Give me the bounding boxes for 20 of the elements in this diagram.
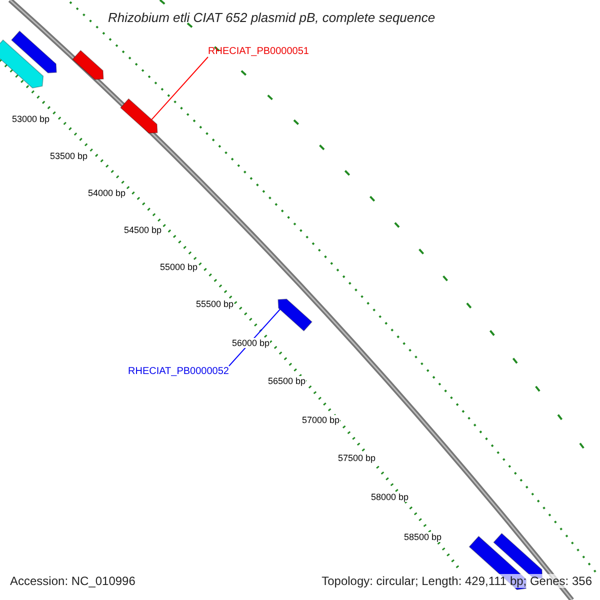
- gene-arrow: [120, 98, 158, 134]
- tick-label: 57000 bp: [302, 415, 340, 425]
- tick-label: 54000 bp: [88, 188, 126, 198]
- gene-label: RHECIAT_PB0000052: [128, 366, 229, 377]
- tick-label: 55000 bp: [160, 262, 198, 272]
- tick-label: 57500 bp: [338, 453, 376, 463]
- tick-label: 56000 bp: [232, 338, 270, 348]
- leader-line: [151, 56, 208, 120]
- tick-label: 56500 bp: [268, 376, 306, 386]
- tick-label: 58500 bp: [404, 532, 442, 542]
- gene-label: RHECIAT_PB0000051: [208, 46, 309, 57]
- gene-arrow: [278, 298, 313, 332]
- tick-label: 53000 bp: [12, 114, 50, 124]
- tick-label: 53500 bp: [50, 151, 88, 161]
- title: Rhizobium etli CIAT 652 plasmid pB, complete sequence: [108, 10, 436, 25]
- tick-label: 55500 bp: [196, 299, 234, 309]
- summary-text: Topology: circular; Length: 429,111 bp; Genes: 356: [322, 574, 592, 588]
- tick-label: 58000 bp: [371, 492, 409, 502]
- accession-text: Accession: NC_010996: [10, 574, 136, 588]
- tick-label: 54500 bp: [124, 225, 162, 235]
